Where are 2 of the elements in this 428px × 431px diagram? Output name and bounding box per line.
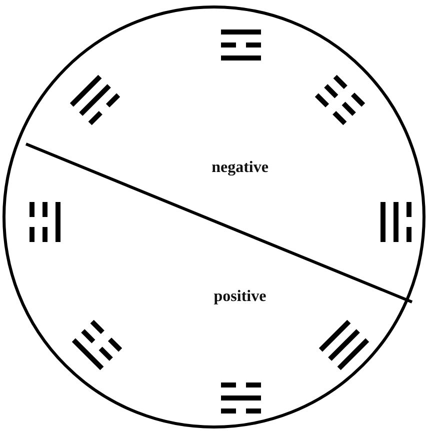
region-label: negative: [212, 159, 268, 177]
region-label: positive: [214, 288, 266, 306]
